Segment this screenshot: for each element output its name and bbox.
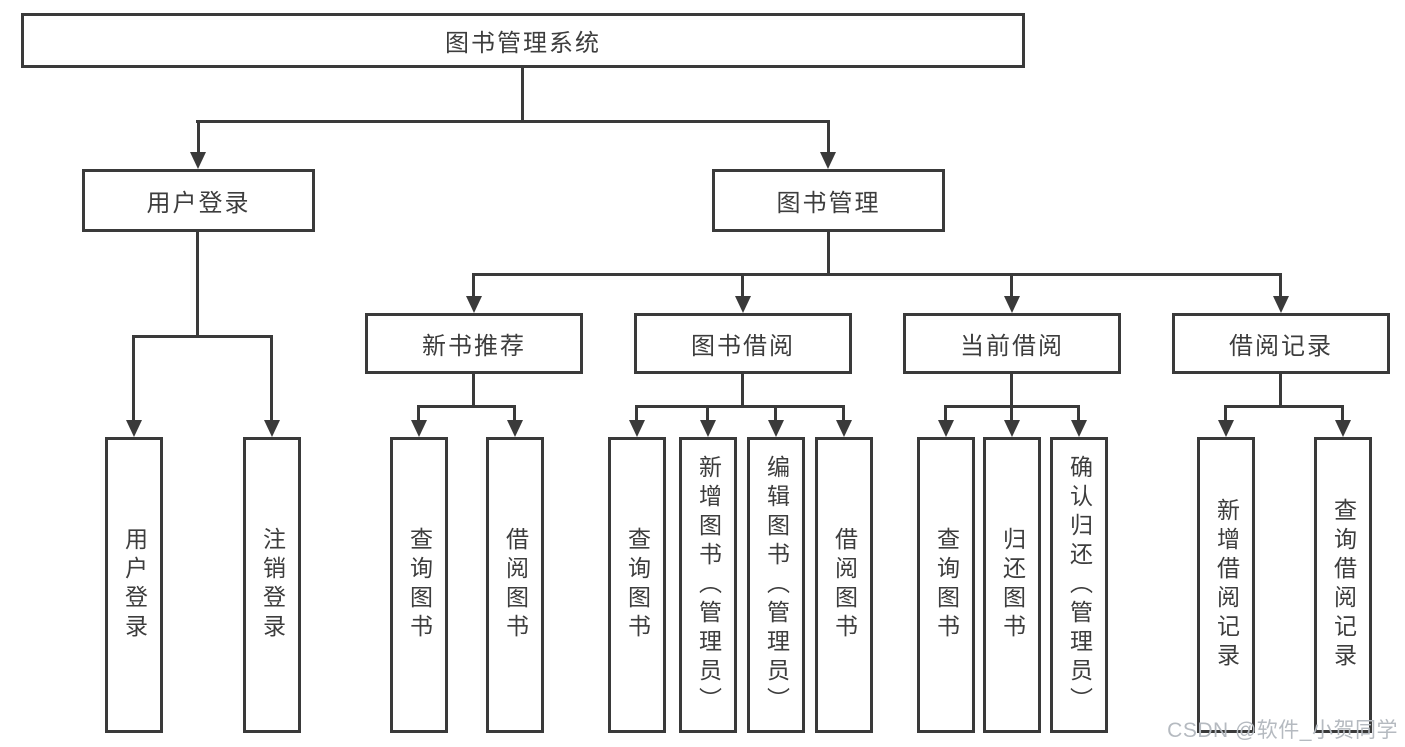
node-label: 图书管理 xyxy=(776,190,881,217)
leaf-add-borrow-record: 新增借阅记录 xyxy=(1197,437,1255,733)
leaf-borrow-books-borrowing: 借阅图书 xyxy=(815,437,873,733)
leaf-add-book-admin: 新增图书（管理员） xyxy=(679,437,737,733)
node-user-login: 用户登录 xyxy=(82,169,315,232)
arrow-down-icon xyxy=(411,420,427,437)
arrow-down-icon xyxy=(1218,420,1234,437)
connector-l3-trunk xyxy=(741,372,744,407)
connector-l3-trunk xyxy=(472,372,475,407)
node-borrowing-records: 借阅记录 xyxy=(1172,313,1390,374)
node-book-management: 图书管理 xyxy=(712,169,945,232)
connector-drop-l3 xyxy=(472,273,475,299)
leaf-query-borrow-record: 查询借阅记录 xyxy=(1314,437,1372,733)
arrow-down-icon xyxy=(466,296,482,313)
node-label: 当前借阅 xyxy=(960,333,1064,360)
connector-drop-leaf xyxy=(270,335,273,423)
node-label: 查询图书 xyxy=(406,527,433,643)
connector-drop-l3 xyxy=(1279,273,1282,299)
arrow-down-icon xyxy=(507,420,523,437)
connector-drop-l3 xyxy=(1010,273,1013,299)
connector-book-management-trunk xyxy=(827,230,830,275)
arrow-down-icon xyxy=(1273,296,1289,313)
node-label: 确认归还（管理员） xyxy=(1066,454,1093,716)
arrow-down-icon xyxy=(836,420,852,437)
arrow-down-icon xyxy=(735,296,751,313)
arrow-down-icon xyxy=(1004,296,1020,313)
node-label: 新增图书（管理员） xyxy=(695,454,722,716)
connector-drop-leaf xyxy=(1341,405,1344,423)
arrow-down-icon xyxy=(820,152,836,169)
arrow-down-icon xyxy=(938,420,954,437)
connector-root-branch xyxy=(196,120,830,123)
connector-l3-branch xyxy=(635,405,845,408)
node-label: 图书管理系统 xyxy=(445,30,601,57)
connector-drop-leaf xyxy=(706,405,709,423)
node-label: 用户登录 xyxy=(146,190,251,217)
connector-l3-branch xyxy=(1224,405,1344,408)
connector-drop-leaf xyxy=(132,335,135,423)
node-label: 注销登录 xyxy=(259,527,286,643)
node-book-borrowing: 图书借阅 xyxy=(634,313,852,374)
node-label: 借阅图书 xyxy=(502,527,529,643)
connector-drop-leaf xyxy=(635,405,638,423)
connector-drop-leaf xyxy=(774,405,777,423)
node-label: 编辑图书（管理员） xyxy=(763,454,790,716)
connector-drop-leaf xyxy=(417,405,420,423)
leaf-logout: 注销登录 xyxy=(243,437,301,733)
node-label: 新书推荐 xyxy=(422,333,526,360)
connector-drop-leaf xyxy=(842,405,845,423)
connector-user-login-trunk xyxy=(196,230,199,337)
leaf-query-books-current: 查询图书 xyxy=(917,437,975,733)
arrow-down-icon xyxy=(629,420,645,437)
leaf-query-books-recommend: 查询图书 xyxy=(390,437,448,733)
connector-user-login-branch xyxy=(132,335,273,338)
leaf-user-login: 用户登录 xyxy=(105,437,163,733)
leaf-return-book: 归还图书 xyxy=(983,437,1041,733)
arrow-down-icon xyxy=(190,152,206,169)
connector-root-trunk xyxy=(521,66,524,122)
leaf-query-books-borrowing: 查询图书 xyxy=(608,437,666,733)
arrow-down-icon xyxy=(264,420,280,437)
connector-drop-leaf xyxy=(513,405,516,423)
leaf-edit-book-admin: 编辑图书（管理员） xyxy=(747,437,805,733)
node-current-borrowing: 当前借阅 xyxy=(903,313,1121,374)
connector-book-management-branch xyxy=(472,273,1282,276)
node-book-management-system: 图书管理系统 xyxy=(21,13,1025,68)
connector-drop-leaf xyxy=(1077,405,1080,423)
leaf-confirm-return-admin: 确认归还（管理员） xyxy=(1050,437,1108,733)
connector-drop-leaf xyxy=(1010,405,1013,423)
node-label: 借阅图书 xyxy=(831,527,858,643)
node-label: 查询图书 xyxy=(933,527,960,643)
connector-l3-trunk xyxy=(1010,372,1013,407)
connector-drop-leaf xyxy=(1224,405,1227,423)
connector-drop-l3 xyxy=(741,273,744,299)
connector-drop-leaf xyxy=(944,405,947,423)
arrow-down-icon xyxy=(1071,420,1087,437)
connector-l3-trunk xyxy=(1279,372,1282,407)
arrow-down-icon xyxy=(126,420,142,437)
connector-drop-book-management xyxy=(827,120,830,155)
node-label: 图书借阅 xyxy=(691,333,795,360)
watermark: CSDN @软件_小贺同学 xyxy=(1167,719,1398,742)
node-label: 新增借阅记录 xyxy=(1213,498,1240,672)
node-label: 用户登录 xyxy=(121,527,148,643)
connector-drop-user-login xyxy=(197,120,200,155)
arrow-down-icon xyxy=(700,420,716,437)
arrow-down-icon xyxy=(1004,420,1020,437)
leaf-borrow-books-recommend: 借阅图书 xyxy=(486,437,544,733)
node-label: 查询借阅记录 xyxy=(1330,498,1357,672)
node-new-book-recommendation: 新书推荐 xyxy=(365,313,583,374)
node-label: 借阅记录 xyxy=(1229,333,1333,360)
node-label: 查询图书 xyxy=(624,527,651,643)
connector-l3-branch xyxy=(417,405,516,408)
arrow-down-icon xyxy=(1335,420,1351,437)
arrow-down-icon xyxy=(768,420,784,437)
node-label: 归还图书 xyxy=(999,527,1026,643)
